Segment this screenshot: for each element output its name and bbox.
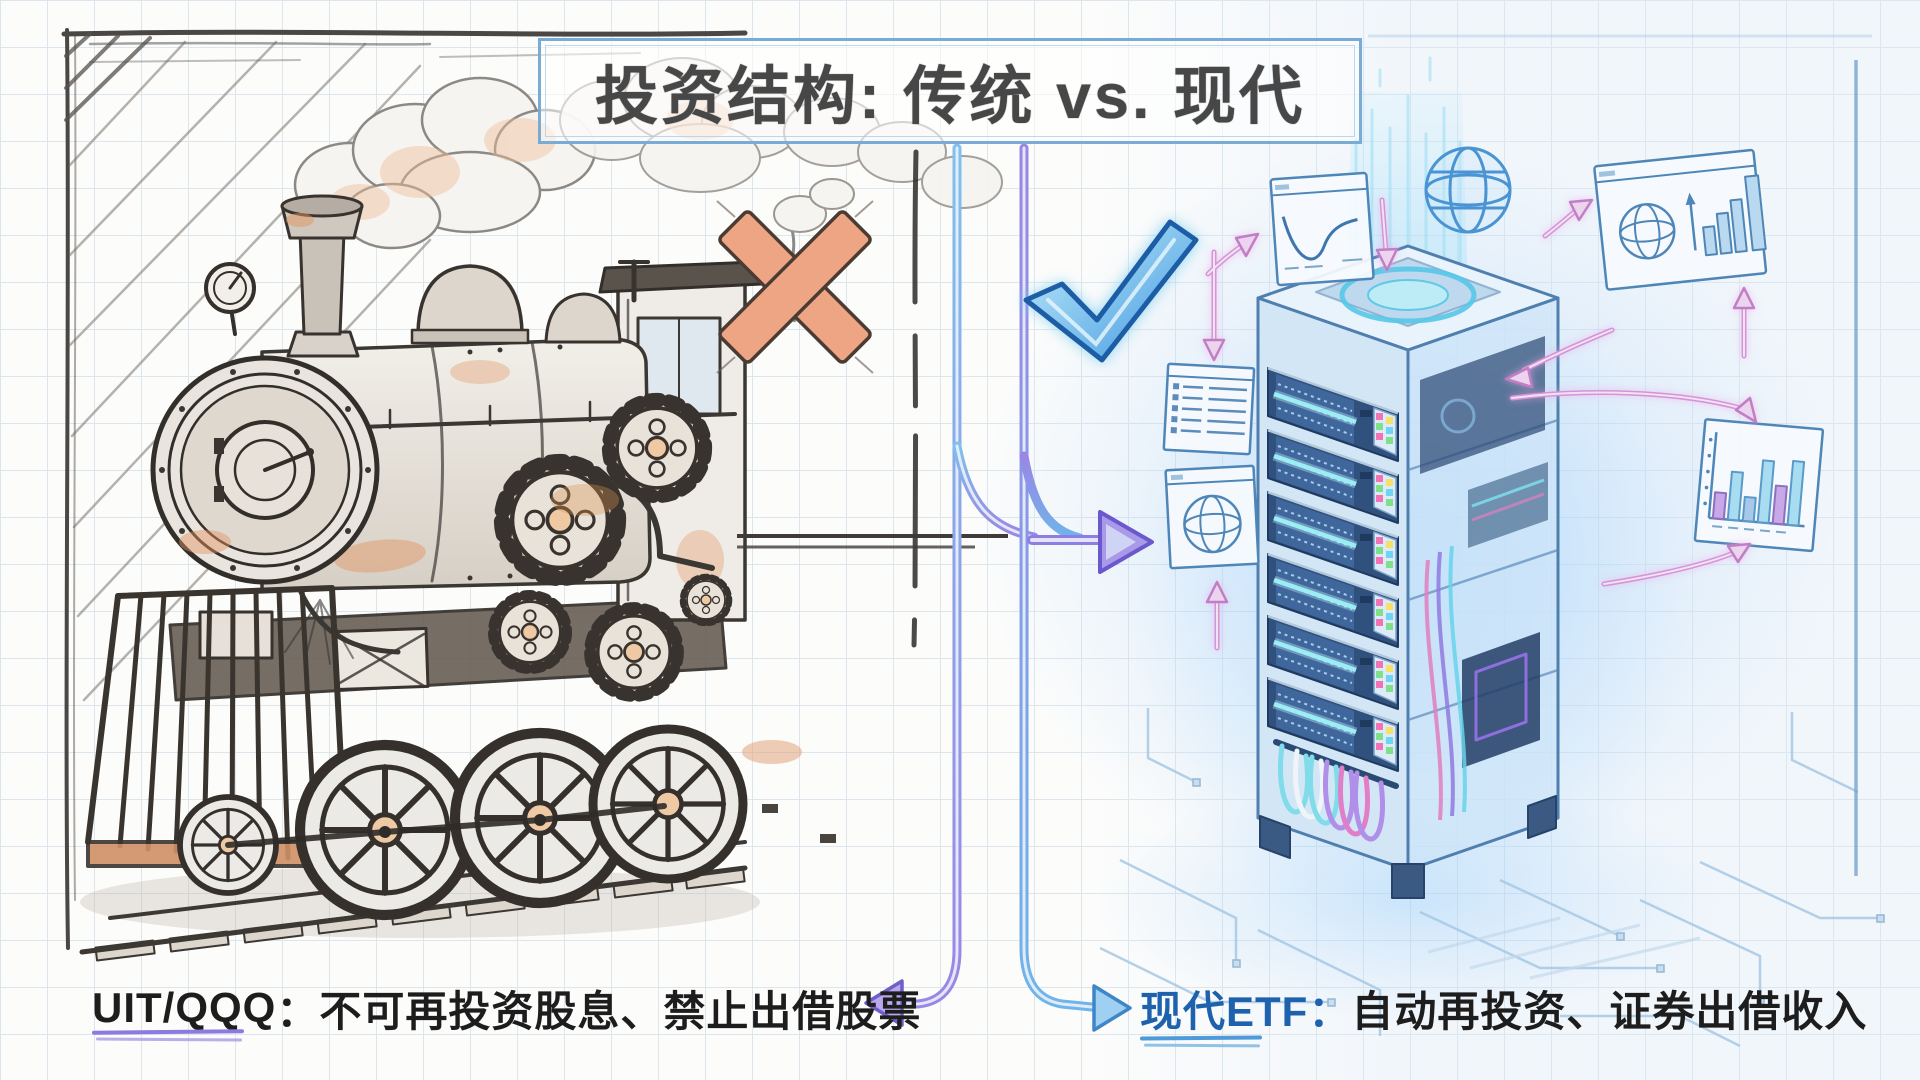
title-box: 投资结构: 传统 vs. 现代: [538, 38, 1362, 144]
smokestack: [280, 194, 364, 358]
gears: [493, 400, 729, 696]
flow-lines: [864, 143, 1154, 1032]
document-list-card: [1162, 362, 1256, 456]
line-chart-card: [1269, 171, 1375, 287]
flow-arrow-left-icon: [864, 979, 904, 1027]
rack-internals: [1407, 336, 1559, 821]
etf-name: 现代ETF: [1140, 987, 1309, 1035]
floating-cards: [1162, 148, 1825, 570]
data-flow-arrows: [1202, 197, 1758, 651]
caption-modern: 现代ETF：自动再投资、证券出借收入: [1140, 978, 1867, 1038]
globe-card: [1164, 464, 1260, 570]
steam-locomotive: [79, 194, 836, 962]
uit-description: 不可再投资股息、禁止出借股票: [319, 987, 922, 1035]
globe-hologram-icon: [1424, 146, 1512, 234]
boiler-front: [150, 355, 380, 585]
caption-traditional: UIT/QQQ：不可再投资股息、禁止出借股票: [92, 978, 921, 1038]
page-title: 投资结构: 传统 vs. 现代: [594, 61, 1306, 132]
title-box-inner-border: [545, 45, 1355, 137]
circuit-traces: [1099, 34, 1885, 1048]
flow-arrow-right-label-icon: [1092, 984, 1132, 1032]
panel-divider: [737, 149, 1008, 648]
etf-description: 自动再投资、证券出借收入: [1351, 987, 1868, 1035]
whistle-icon: [618, 259, 650, 303]
crate-icon: [332, 626, 430, 692]
pressure-gauge-icon: [204, 262, 256, 336]
etf-separator: ：: [1308, 987, 1352, 1035]
uit-ticker: UIT/QQQ: [92, 984, 277, 1031]
wheels: [180, 729, 743, 915]
bar-chart-card: [1693, 418, 1825, 553]
x-icon: [716, 200, 874, 374]
uit-separator: ：: [276, 987, 320, 1035]
check-icon: [1023, 219, 1199, 363]
globe-bar-chart-card: [1593, 148, 1768, 291]
server-rack: [1256, 244, 1560, 899]
rack-cables: [1273, 739, 1399, 842]
